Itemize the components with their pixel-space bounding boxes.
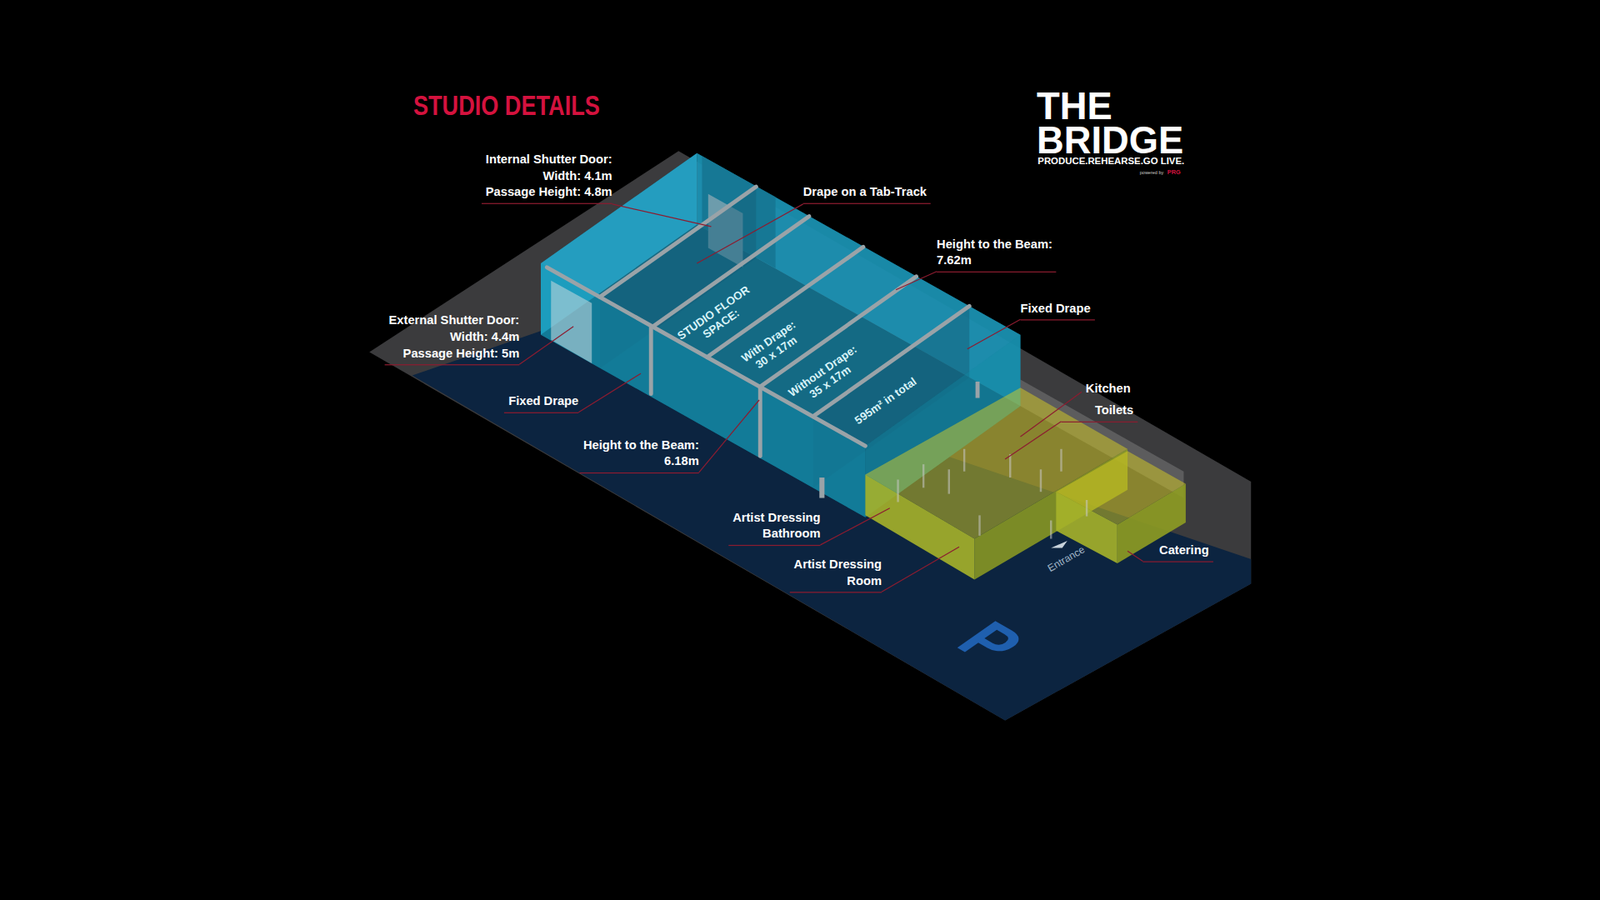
callout-text: Passage Height: 4.8m [485,183,613,200]
annex-front [865,474,975,580]
callout-text: Fixed Drape [508,392,579,410]
callout: Catering [1142,541,1213,562]
callout-text: Internal Shutter Door: [485,150,613,168]
logo-small: PRG [1167,169,1181,175]
callout: Artist DressingRoom [790,555,882,593]
parking-plane [412,324,1252,720]
callout: Fixed Drape [1020,300,1095,320]
callout: Artist DressingBathroom [728,509,820,546]
beams [546,186,970,456]
logo-text-box: THE [1036,87,1113,125]
callout: Toilets [1060,401,1138,422]
logo-tagline-box: PRODUCE.REHEARSE.GO LIVE. [1037,157,1185,167]
callout-text: Kitchen [1085,380,1131,398]
callout-text: Bathroom [732,525,820,543]
callout-text: Height to the Beam: [936,235,1053,253]
callout-text: Passage Height: 5m [389,345,520,362]
logo-small: powered by [1140,171,1164,177]
callout-text: Width: 4.4m [389,328,520,345]
title-box: STUDIO DETAILS [413,90,600,122]
callout-text: External Shutter Door: [389,312,520,330]
callout: Kitchen [1085,380,1135,398]
callout-text: Height to the Beam: [583,436,700,454]
door-mark [819,477,825,498]
logo-tagline: PRODUCE.REHEARSE.GO LIVE. [1037,157,1185,167]
callout-text: 7.62m [936,251,1053,269]
callout-text: Fixed Drape [1020,300,1090,317]
catering-front [1055,491,1117,564]
entrance-arrow [1050,540,1068,549]
callout: Drape on a Tab-Track [803,183,931,204]
external-shutter-door [550,280,592,364]
logo-text: THE [1036,87,1113,125]
callout: Fixed Drape [504,392,579,413]
annex-partitions [898,449,1088,540]
logo-text-box: BRIDGE [1036,121,1184,160]
callout-text: Artist Dressing [794,555,882,573]
logo-small-box: PRG [1167,169,1181,175]
callout-text: 6.18m [583,453,700,470]
callout: Internal Shutter Door:Width: 4.1mPassage… [481,150,613,205]
door-mark [975,381,980,399]
ground-plane [369,150,1251,720]
logo-small-box: powered by [1140,171,1164,177]
callout-text: Catering [1159,541,1210,559]
callout-text: Room [794,572,882,590]
callout-text: Width: 4.1m [485,167,613,185]
leader-lines [519,204,1143,592]
callout-text: Artist Dressing [732,509,820,526]
callout-text: Toilets [1095,401,1134,419]
callout: Height to the Beam:7.62m [936,235,1057,273]
logo-text: BRIDGE [1036,121,1184,160]
callout-text: Drape on a Tab-Track [803,183,927,200]
callout: External Shutter Door:Width: 4.4mPassage… [385,312,520,366]
title: STUDIO DETAILS [413,90,600,122]
callout: Height to the Beam:6.18m [579,436,700,474]
